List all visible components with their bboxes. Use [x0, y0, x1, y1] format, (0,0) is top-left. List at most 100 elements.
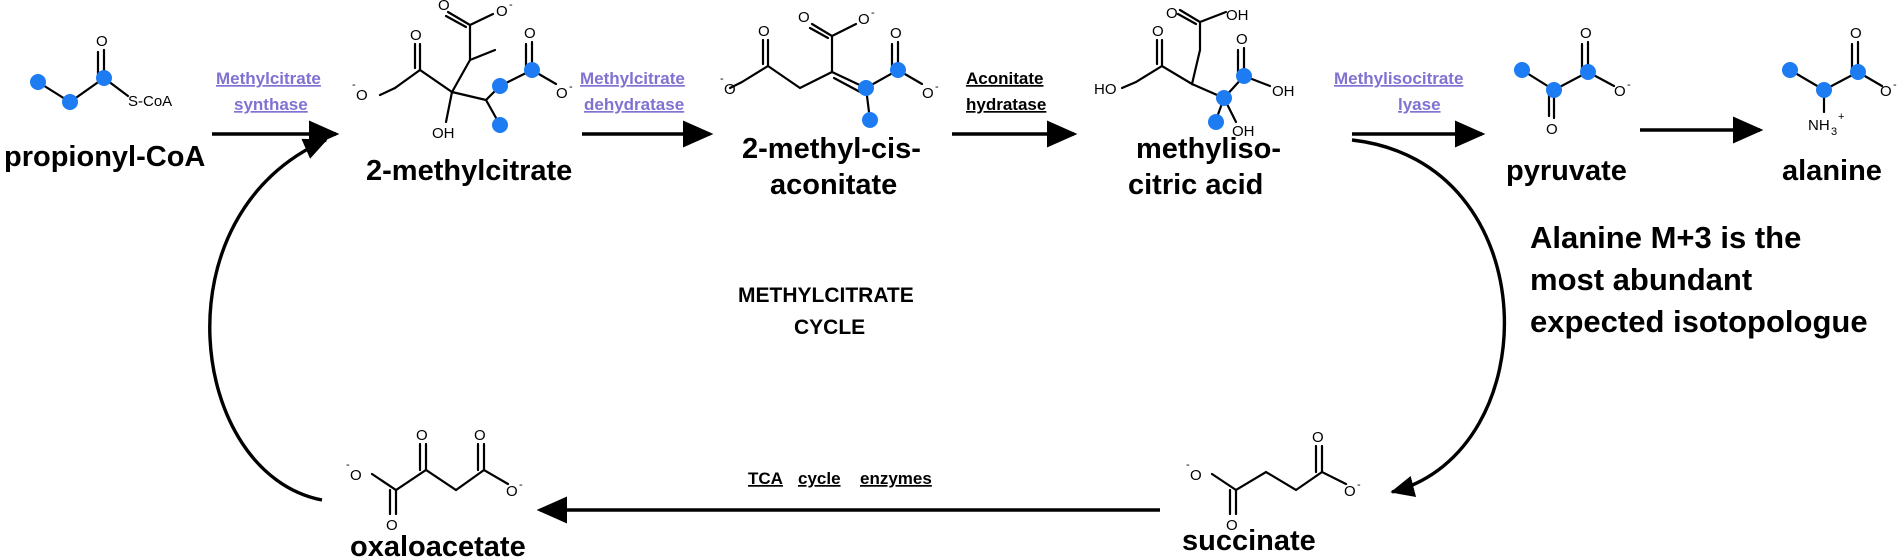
label-propionyl-coa: propionyl-CoA [4, 141, 205, 173]
svg-text:-: - [1357, 479, 1361, 491]
svg-text:-: - [935, 81, 939, 93]
enzyme-aconitate-hydratase-line2[interactable]: hydratase [966, 95, 1046, 114]
enzyme-methylcitrate-synthase-line1[interactable]: Methylcitrate [216, 69, 321, 88]
propionyl-coa-structure: O S-CoA [30, 33, 172, 110]
svg-text:-: - [1627, 79, 1631, 91]
atom-o: O [1166, 5, 1178, 22]
enzyme-tca-word1[interactable]: TCA [748, 469, 783, 488]
label-alanine: alanine [1782, 155, 1882, 187]
labeled-carbon-dot [1514, 62, 1530, 78]
methyl-cis-aconitate-structure: O O - O O - O O - [720, 7, 939, 128]
methylisocitric-acid-structure: O HO O OH O OH OH [1094, 5, 1295, 140]
atom-o: O [922, 85, 934, 102]
succinate-structure: O - O O O - [1186, 429, 1361, 534]
svg-text:-: - [509, 0, 513, 11]
enzyme-methylcitrate-synthase-line2[interactable]: synthase [234, 95, 308, 114]
label-methyl-cis-aconitate-line1: 2-methyl-cis- [742, 133, 921, 165]
labeled-carbon-dot [858, 80, 874, 96]
arrow-curve-to-methylcitrate [208, 138, 328, 502]
atom-oh: OH [1232, 123, 1255, 140]
atom-o: O [1880, 83, 1892, 100]
atom-o: O [798, 9, 810, 26]
enzyme-methylisocitrate-lyase-line2[interactable]: lyase [1398, 95, 1441, 114]
arrow-curve-to-succinate [1351, 138, 1507, 498]
labeled-carbon-dot [96, 70, 112, 86]
label-methylisocitric-line1: methyliso- [1136, 133, 1281, 165]
enzyme-methylisocitrate-lyase-line1[interactable]: Methylisocitrate [1334, 69, 1463, 88]
atom-o: O [556, 85, 568, 102]
labeled-carbon-dot [1816, 82, 1832, 98]
label-pyruvate: pyruvate [1506, 155, 1627, 187]
label-methylisocitric-line2: citric acid [1128, 169, 1263, 201]
atom-o: O [506, 483, 518, 500]
atom-oh: OH [1226, 7, 1249, 24]
atom-o: O [1580, 25, 1592, 42]
atom-nh3: NH [1808, 117, 1830, 134]
label-oxaloacetate: oxaloacetate [350, 531, 526, 560]
svg-text:-: - [1186, 459, 1190, 471]
atom-o: O [1850, 25, 1862, 42]
labeled-carbon-dot [890, 62, 906, 78]
svg-text:+: + [1838, 111, 1844, 123]
atom-o: O [96, 33, 108, 50]
atom-o: O [1236, 31, 1248, 48]
enzyme-methylcitrate-dehydratase-line1[interactable]: Methylcitrate [580, 69, 685, 88]
atom-o: O [1152, 23, 1164, 40]
labeled-carbon-dot [1208, 114, 1224, 130]
atom-o: O [1226, 517, 1238, 534]
svg-text:-: - [352, 79, 356, 91]
label-succinate: succinate [1182, 525, 1316, 557]
labeled-carbon-dot [1236, 68, 1252, 84]
labeled-carbon-dot [62, 94, 78, 110]
atom-o: O [1190, 467, 1202, 484]
labeled-carbon-dot [492, 117, 508, 133]
labeled-carbon-dot [524, 62, 540, 78]
atom-o: O [524, 25, 536, 42]
atom-o: O [438, 0, 450, 14]
enzyme-tca-word3[interactable]: enzymes [860, 469, 932, 488]
svg-text:-: - [720, 73, 724, 85]
cycle-label-line1: METHYLCITRATE [738, 284, 914, 307]
enzyme-aconitate-hydratase-line1[interactable]: Aconitate [966, 69, 1043, 88]
atom-o: O [724, 81, 736, 98]
atom-ho: HO [1094, 81, 1117, 98]
atom-o: O [386, 517, 398, 534]
svg-text:-: - [346, 459, 350, 471]
cycle-label-line2: CYCLE [794, 316, 865, 339]
atom-o: O [410, 27, 422, 44]
labeled-carbon-dot [1782, 62, 1798, 78]
enzyme-tca-word2[interactable]: cycle [798, 469, 841, 488]
labeled-carbon-dot [1850, 64, 1866, 80]
atom-o: O [350, 467, 362, 484]
labeled-carbon-dot [1580, 64, 1596, 80]
labeled-carbon-dot [30, 74, 46, 90]
atom-o: O [1312, 429, 1324, 446]
atom-o: O [474, 427, 486, 444]
pyruvate-structure: O O O - [1514, 25, 1631, 138]
label-methyl-cis-aconitate-line2: aconitate [770, 169, 897, 201]
labeled-carbon-dot [1216, 90, 1232, 106]
label-methylcitrate: 2-methylcitrate [366, 155, 572, 187]
methylcitrate-structure: O O - O O - OH O O - [352, 0, 573, 142]
labeled-carbon-dot [1546, 82, 1562, 98]
alanine-structure: O O - NH 3 + [1782, 25, 1897, 138]
enzyme-methylcitrate-dehydratase-line2[interactable]: dehydratase [584, 95, 684, 114]
svg-text:3: 3 [1831, 126, 1837, 138]
atom-oh: OH [432, 125, 455, 142]
atom-o: O [890, 25, 902, 42]
atom-o: O [416, 427, 428, 444]
atom-o: O [758, 23, 770, 40]
note-line3: expected isotopologue [1530, 304, 1868, 339]
svg-text:-: - [1893, 79, 1897, 91]
note-line1: Alanine M+3 is the [1530, 220, 1801, 255]
note-line2: most abundant [1530, 262, 1752, 297]
labeled-carbon-dot [862, 112, 878, 128]
svg-text:-: - [569, 81, 573, 93]
oxaloacetate-structure: O - O O O O - [346, 427, 523, 534]
atom-o: O [496, 3, 508, 20]
atom-o: O [1614, 83, 1626, 100]
svg-text:-: - [519, 479, 523, 491]
labeled-carbon-dot [492, 78, 508, 94]
svg-text:-: - [871, 7, 875, 19]
